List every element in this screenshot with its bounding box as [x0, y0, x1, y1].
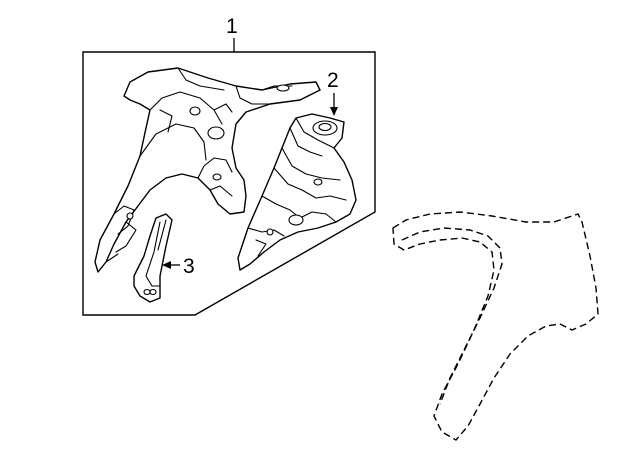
quarter-panel-reference-outline [392, 211, 599, 441]
callout-2-arrowhead [330, 107, 338, 116]
assembly-frame [82, 51, 376, 316]
bracket-part [133, 213, 173, 303]
callout-3-arrowhead [162, 261, 171, 269]
wheelhouse-inner-part [237, 113, 357, 271]
callout-2-label: 2 [327, 69, 339, 92]
callout-3-label: 3 [183, 255, 195, 278]
wheelhouse-outer-part [94, 67, 321, 273]
callout-1-label: 1 [226, 15, 238, 38]
